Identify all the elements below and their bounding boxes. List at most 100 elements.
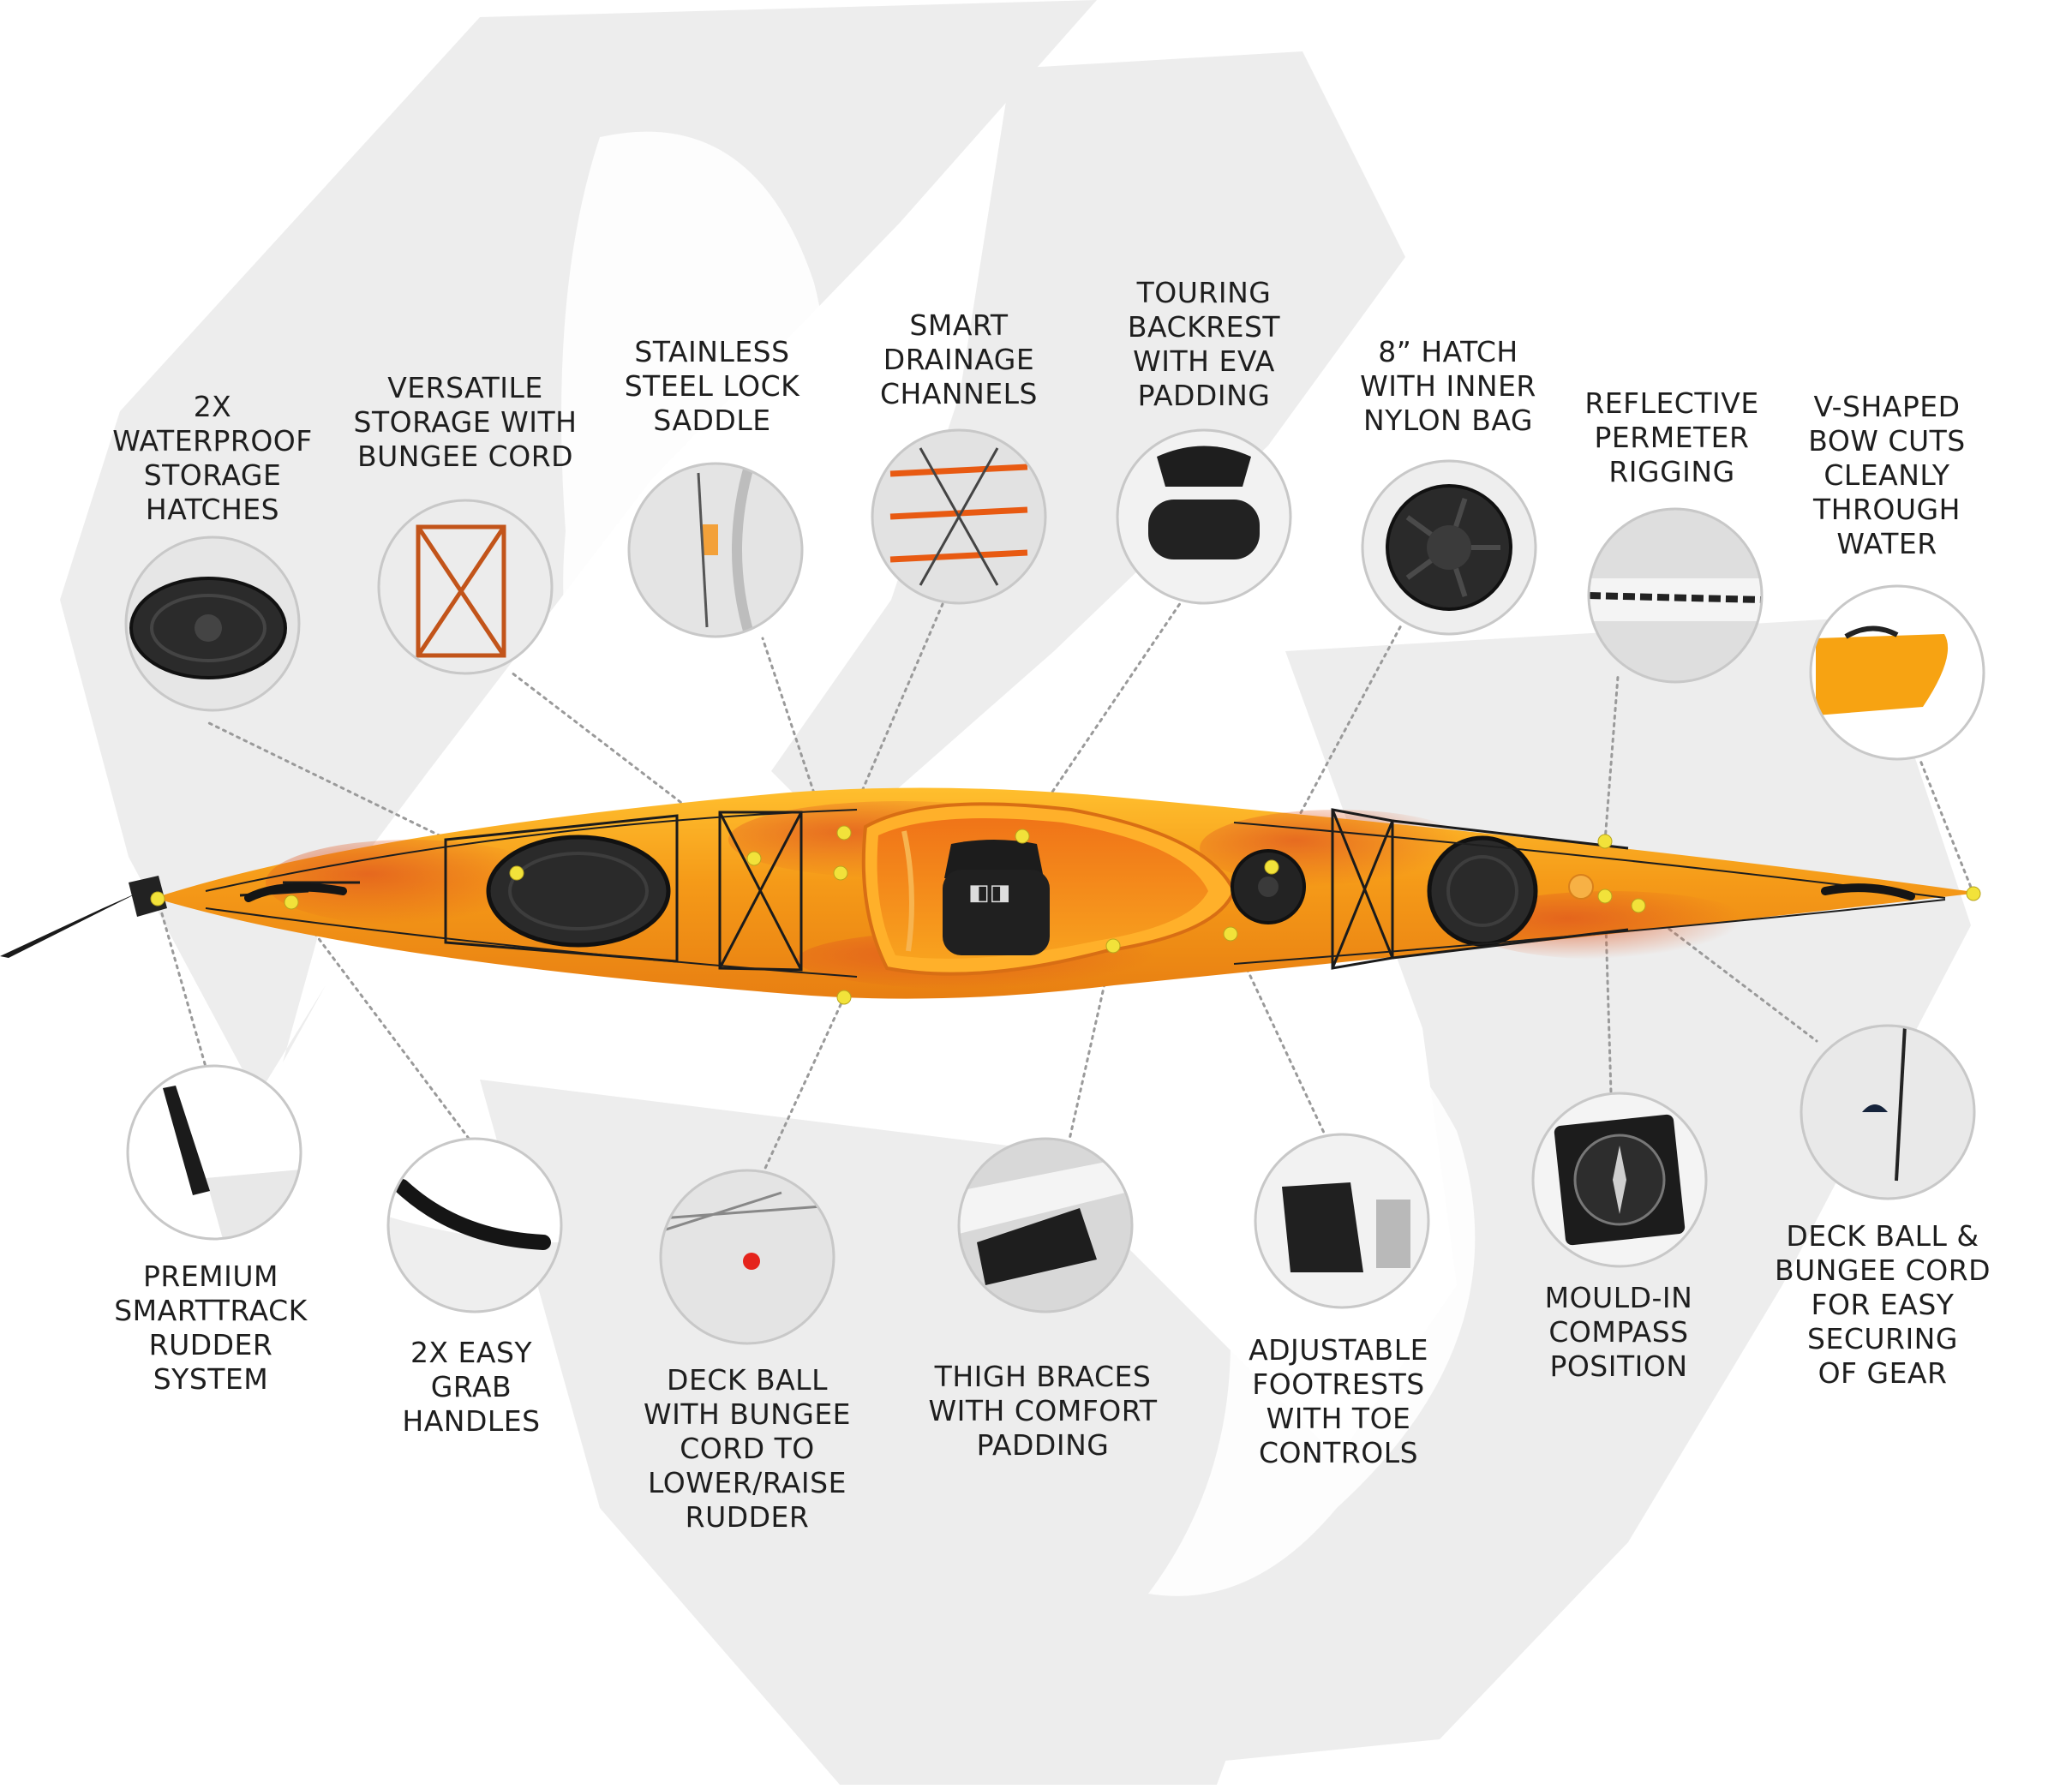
label-line: FOOTRESTS bbox=[1252, 1367, 1425, 1401]
thumb-hatch-spoke bbox=[1453, 498, 1468, 528]
thumb-hatch-center bbox=[195, 614, 222, 642]
feature-marker bbox=[836, 990, 852, 1005]
label-line: BUNGEE CORD bbox=[1774, 1253, 1991, 1287]
label-line: STEEL LOCK bbox=[624, 369, 800, 403]
thumbnail-border bbox=[1809, 584, 1985, 761]
feature-marker bbox=[509, 865, 524, 881]
feature-marker bbox=[284, 894, 299, 910]
stern-handle bbox=[244, 883, 347, 902]
thumb-hatch-spoke bbox=[1453, 567, 1468, 597]
feature-marker bbox=[1264, 859, 1279, 875]
label-line: DRAINAGE bbox=[883, 343, 1035, 376]
thumbnail-border bbox=[1116, 428, 1292, 605]
label-line: RIGGING bbox=[1608, 455, 1735, 488]
thumb-ball bbox=[1862, 1104, 1888, 1112]
thumb-channel bbox=[889, 506, 1028, 520]
label-line: TOURING bbox=[1136, 276, 1272, 309]
thumb-brace bbox=[977, 1208, 1097, 1285]
label-line: WATER bbox=[1836, 527, 1937, 560]
thumbnail-border bbox=[1800, 1024, 1976, 1200]
thumbnail-handles bbox=[388, 1139, 561, 1312]
thumb-seat-pad bbox=[1148, 500, 1260, 559]
label-line: THROUGH bbox=[1813, 493, 1961, 526]
cockpit-liner bbox=[901, 830, 914, 952]
thumbnail-border bbox=[386, 1137, 563, 1313]
label-line: WITH TOE bbox=[1266, 1402, 1411, 1435]
label-line: HANDLES bbox=[402, 1404, 541, 1438]
thumb-hatch-ring bbox=[150, 594, 266, 662]
feature-markers bbox=[150, 825, 1981, 1005]
thumbnail-drainage bbox=[872, 430, 1045, 603]
feature-marker bbox=[1597, 889, 1613, 904]
label-line: 8” HATCH bbox=[1378, 335, 1518, 368]
label-handles: 2X EASY GRAB HANDLES bbox=[343, 1336, 600, 1439]
thumb-saddle bbox=[703, 524, 718, 555]
label-line: PADDING bbox=[976, 1428, 1110, 1462]
leader-line bbox=[761, 996, 846, 1176]
hull-mottle-1 bbox=[266, 840, 557, 925]
label-line: SYSTEM bbox=[153, 1362, 269, 1396]
thumb-hull bbox=[388, 1217, 561, 1312]
seat-logo: ◧◨ bbox=[968, 880, 1010, 906]
label-backrest: TOURING BACKREST WITH EVA PADDING bbox=[1075, 276, 1332, 413]
label-line: ADJUSTABLE bbox=[1249, 1333, 1428, 1367]
label-line: STORAGE bbox=[143, 458, 282, 492]
label-line: HATCHES bbox=[145, 493, 280, 526]
label-line: CLEANLY bbox=[1823, 458, 1950, 492]
feature-marker bbox=[1105, 938, 1121, 954]
thumb-channel bbox=[889, 549, 1028, 563]
leader-line bbox=[510, 671, 756, 860]
thumbnail-border bbox=[871, 428, 1047, 605]
thumbnail-border bbox=[957, 1137, 1134, 1313]
front-hatch-inner bbox=[1446, 855, 1518, 927]
label-line: DECK BALL & bbox=[1786, 1219, 1979, 1253]
label-line: BOW CUTS bbox=[1808, 424, 1966, 458]
label-line: SADDLE bbox=[653, 404, 771, 437]
label-bow: V-SHAPED BOW CUTS CLEANLY THROUGH WATER bbox=[1758, 390, 2015, 561]
thumbnail-border bbox=[124, 536, 301, 712]
label-line: WITH INNER bbox=[1360, 369, 1536, 403]
thumbnail-rigging bbox=[1589, 509, 1762, 682]
thumb-handle bbox=[394, 1179, 551, 1250]
label-line: LOWER/RAISE bbox=[648, 1466, 847, 1499]
label-line: CHANNELS bbox=[880, 377, 1038, 410]
label-line: PREMIUM bbox=[142, 1259, 278, 1293]
leader-line bbox=[156, 897, 207, 1068]
seat-back bbox=[944, 840, 1044, 878]
label-rigging: REFLECTIVE PERMETER RIGGING bbox=[1543, 386, 1800, 489]
thumbnail-border bbox=[1531, 1092, 1708, 1268]
label-line: SMART bbox=[909, 308, 1009, 342]
feature-marker bbox=[833, 865, 848, 881]
thumb-cord bbox=[1895, 1026, 1907, 1182]
thumbnail-bungee-storage bbox=[379, 500, 552, 673]
thumbnail-border bbox=[1254, 1133, 1430, 1309]
compass-recess bbox=[1568, 874, 1594, 900]
label-line: PERMETER bbox=[1594, 421, 1750, 454]
thumb-rim bbox=[959, 1157, 1132, 1234]
front-hatch bbox=[1427, 835, 1538, 947]
thumb-rope bbox=[1589, 592, 1762, 603]
label-line: SECURING bbox=[1807, 1322, 1958, 1355]
label-line: FOR EASY bbox=[1811, 1288, 1955, 1321]
label-line: THIGH BRACES bbox=[934, 1360, 1152, 1393]
feature-marker bbox=[150, 891, 165, 906]
label-drainage: SMART DRAINAGE CHANNELS bbox=[830, 308, 1087, 411]
thumb-compass-needle bbox=[1613, 1146, 1626, 1214]
label-line: CONTROLS bbox=[1258, 1436, 1419, 1469]
label-footrests: ADJUSTABLE FOOTRESTS WITH TOE CONTROLS bbox=[1210, 1333, 1467, 1470]
label-line: STAINLESS bbox=[634, 335, 790, 368]
thumb-bungee bbox=[416, 524, 506, 658]
thumbnail-lock-saddle bbox=[629, 464, 802, 637]
label-line: WITH BUNGEE bbox=[643, 1397, 852, 1431]
rear-hatch-inner bbox=[508, 852, 649, 930]
thumb-cord bbox=[697, 472, 709, 628]
thumbnail-hatch-8 bbox=[1362, 461, 1536, 634]
label-bungee-storage: VERSATILE STORAGE WITH BUNGEE CORD bbox=[337, 371, 594, 474]
thumbnail-storage-hatches bbox=[126, 537, 299, 710]
feature-marker bbox=[1223, 926, 1238, 942]
feature-marker bbox=[1631, 898, 1646, 913]
label-compass: MOULD-IN COMPASS POSITION bbox=[1490, 1281, 1747, 1384]
thumbnail-border bbox=[1361, 459, 1537, 636]
